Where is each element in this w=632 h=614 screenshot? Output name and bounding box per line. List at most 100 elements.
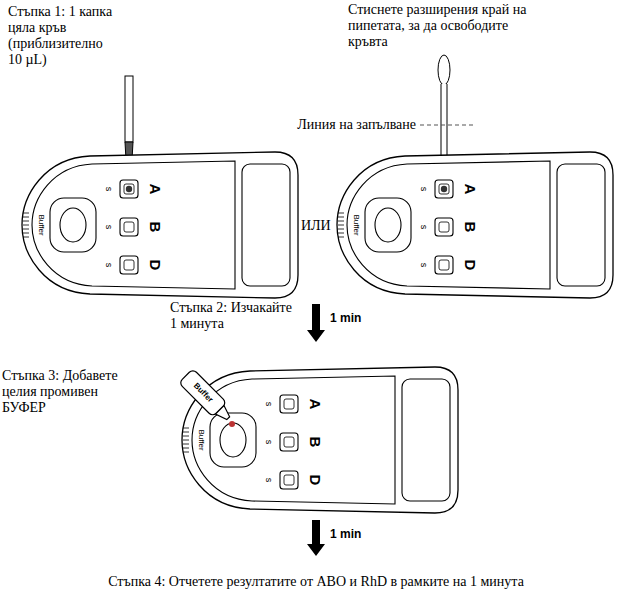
well-label: D [308, 475, 323, 486]
grip-ridge [338, 225, 344, 226]
blood-drop [229, 421, 235, 427]
card-handle [242, 164, 290, 286]
buffer-bottle [179, 369, 236, 426]
well-label: B [148, 222, 163, 233]
grip-ridge [183, 440, 189, 441]
test-well-inner [124, 184, 134, 194]
buffer-port [210, 413, 256, 467]
test-card: Buffer s s s A B D [180, 365, 460, 515]
dropper-body [125, 76, 133, 142]
or-label: ИЛИ [301, 218, 331, 234]
step-arrow [307, 520, 325, 556]
grip-ridge [183, 428, 189, 429]
buffer-port [365, 198, 411, 252]
grip-ridge [338, 217, 344, 218]
grip-ridge [23, 233, 29, 234]
test-well-inner [439, 222, 449, 232]
grip-ridge [183, 432, 189, 433]
well-label: D [148, 260, 163, 271]
port-label: Buffer [37, 214, 45, 235]
grip-ridge [338, 237, 344, 238]
test-well [120, 256, 138, 274]
well-mark: s [104, 263, 113, 268]
card-inner-edge [347, 161, 550, 289]
test-well-inner [284, 475, 294, 485]
grip-ridge [23, 225, 29, 226]
bottle-body [179, 369, 227, 417]
test-card: Buffer s s s A B D [335, 150, 615, 300]
test-well [120, 180, 138, 198]
time-label: 1 min [330, 312, 361, 326]
grip-ridge [338, 233, 344, 234]
buffer-port [50, 198, 96, 252]
test-well-inner [124, 260, 134, 270]
grip-ridge [183, 444, 189, 445]
time-label: 1 min [330, 528, 361, 542]
well-mark: s [419, 225, 428, 230]
test-card: Buffer s s s A B D [20, 150, 300, 300]
blood-drop [126, 186, 132, 192]
well-label: B [308, 437, 323, 448]
well-label: B [463, 222, 478, 233]
buffer-port-hole [375, 208, 401, 242]
test-well-inner [439, 184, 449, 194]
test-well [280, 471, 298, 489]
well-mark: s [264, 402, 273, 407]
bottle-tip [215, 405, 232, 422]
test-well [280, 395, 298, 413]
well-mark: s [419, 263, 428, 268]
port-label: Buffer [352, 214, 360, 235]
step-note: Стъпка 1: 1 капка цяла кръв (приблизител… [8, 4, 120, 68]
test-well [435, 256, 453, 274]
test-well [435, 218, 453, 236]
fill-line [420, 124, 476, 125]
fill-line-label: Линия на запълване [280, 117, 416, 133]
well-mark: s [104, 187, 113, 192]
test-well [280, 433, 298, 451]
grip-ridge [23, 213, 29, 214]
well-label: A [308, 399, 323, 410]
card-edge [22, 152, 298, 298]
well-label: A [463, 184, 478, 195]
grip-ridge [23, 217, 29, 218]
card-edge [182, 367, 458, 513]
well-label: A [148, 184, 163, 195]
well-mark: s [264, 478, 273, 483]
buffer-port-hole [220, 423, 246, 457]
card-handle [557, 164, 605, 286]
card-edge [337, 152, 613, 298]
card-inner-edge [32, 161, 235, 289]
pipette-bulb [438, 55, 450, 85]
blood-drop [441, 186, 447, 192]
step-note: Стъпка 2: Изчакайте 1 минута [170, 300, 300, 332]
grip-ridge [23, 229, 29, 230]
test-well-inner [439, 260, 449, 270]
test-well-inner [124, 222, 134, 232]
test-well [120, 218, 138, 236]
well-label: D [463, 260, 478, 271]
step-note: Стъпка 4: Отчетете резултатите от ABO и … [0, 574, 632, 590]
grip-ridge [183, 436, 189, 437]
grip-ridge [338, 213, 344, 214]
grip-ridge [338, 221, 344, 222]
step-note: Стъпка 3: Добавете целия промивен БУФЕР [2, 368, 142, 416]
card-inner-edge [192, 376, 395, 504]
buffer-port-hole [60, 208, 86, 242]
grip-ridge [23, 237, 29, 238]
step-arrow [307, 304, 325, 342]
grip-ridge [183, 448, 189, 449]
test-well-inner [284, 399, 294, 409]
test-well [435, 180, 453, 198]
card-handle [402, 379, 450, 501]
port-label: Buffer [197, 429, 205, 450]
well-mark: s [104, 225, 113, 230]
grip-ridge [338, 229, 344, 230]
step-note: Стиснете разширения край на пипетата, за… [348, 2, 538, 50]
test-well-inner [284, 437, 294, 447]
grip-ridge [183, 452, 189, 453]
well-mark: s [264, 440, 273, 445]
well-mark: s [419, 187, 428, 192]
